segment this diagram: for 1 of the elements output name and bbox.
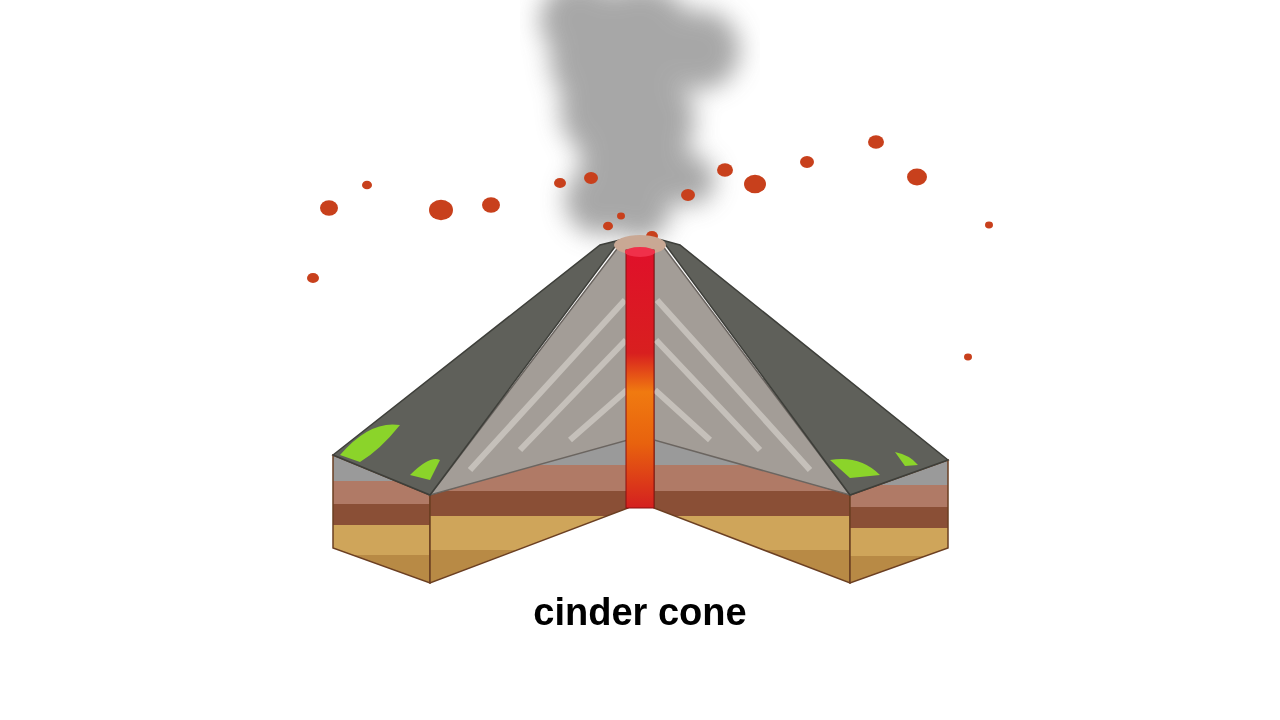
caption: cinder cone (533, 590, 747, 635)
